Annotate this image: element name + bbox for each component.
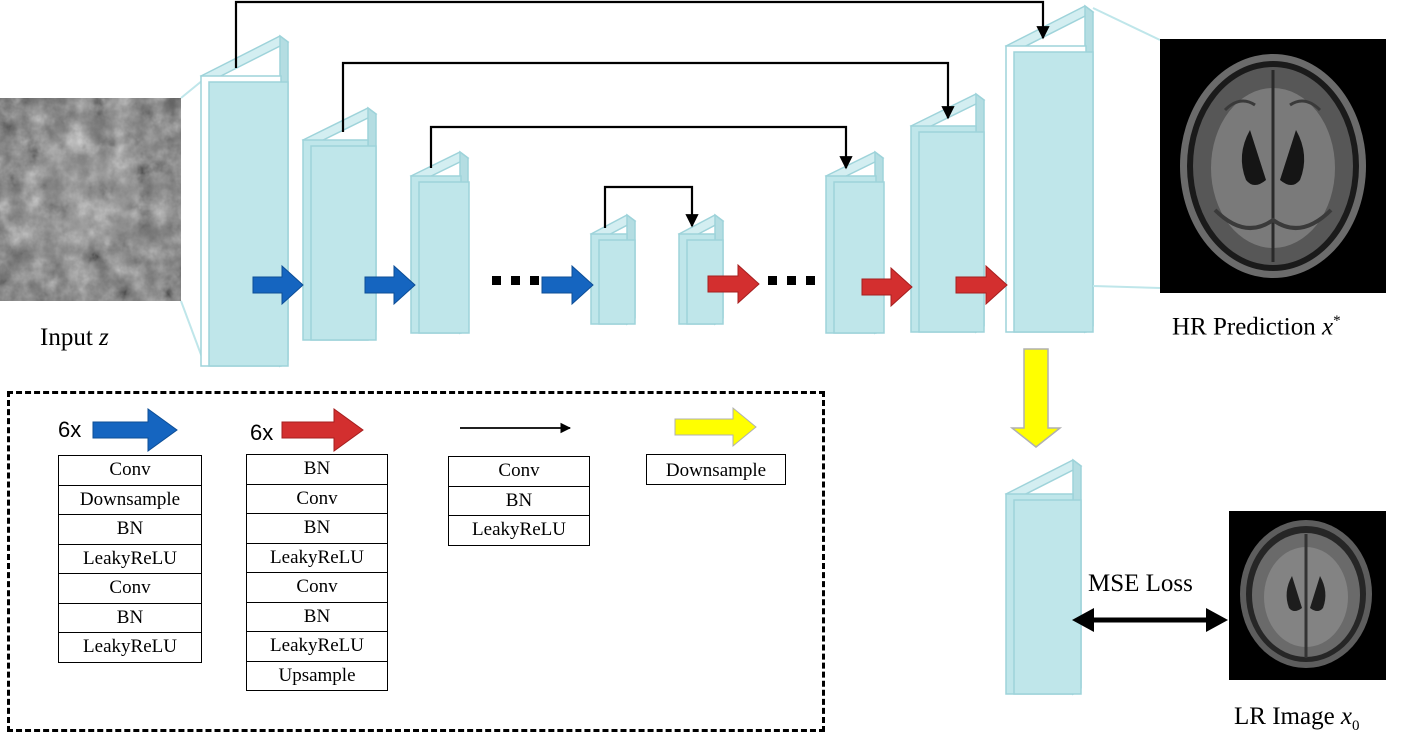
skip-layer: LeakyReLU xyxy=(448,515,590,546)
input-var: z xyxy=(99,324,109,351)
skip-connection-2 xyxy=(341,61,955,132)
downsample-legend-box: Downsample xyxy=(646,454,786,485)
lr-label-text: LR Image xyxy=(1234,703,1335,730)
skip-layer: Conv xyxy=(448,456,590,487)
legend-up-arrow xyxy=(281,408,364,452)
block-bottleneck-1 xyxy=(589,213,637,326)
input-label: Input z xyxy=(40,324,109,352)
down-arrow-1 xyxy=(252,264,304,306)
block-dec-3 xyxy=(824,150,885,335)
down-layer: Conv xyxy=(58,455,202,486)
down-arrow-3 xyxy=(541,264,594,306)
block-enc-2 xyxy=(301,106,378,341)
mse-double-arrow xyxy=(1072,608,1228,632)
lr-image-label: LR Image x0 xyxy=(1234,703,1360,735)
lr-var: x xyxy=(1340,703,1353,730)
up-layer: BN xyxy=(246,454,388,485)
ellipsis-right xyxy=(768,276,815,285)
block-dec-1 xyxy=(1004,4,1095,334)
ellipsis-left xyxy=(492,276,539,285)
input-noise-image xyxy=(0,98,181,301)
hr-label-text: HR Prediction xyxy=(1172,313,1316,341)
up-layer: LeakyReLU xyxy=(246,542,388,573)
expand-line-bottom xyxy=(180,300,204,361)
up-arrow-3 xyxy=(955,264,1008,306)
block-bottleneck-2 xyxy=(677,213,725,326)
skip-connection-3 xyxy=(429,125,853,170)
up-layer: BN xyxy=(246,513,388,544)
down-repeat-label: 6x xyxy=(58,417,82,442)
skip-connection-1 xyxy=(234,0,1050,68)
up-block-layers: BN Conv BN LeakyReLU Conv BN LeakyReLU U… xyxy=(246,454,388,691)
lr-brain-image xyxy=(1229,511,1386,680)
yellow-downsample-arrow xyxy=(1009,348,1063,448)
input-label-text: Input xyxy=(40,324,93,351)
down-layer: LeakyReLU xyxy=(58,632,202,663)
up-layer: LeakyReLU xyxy=(246,631,388,662)
up-layer: Upsample xyxy=(246,660,388,691)
down-layer: LeakyReLU xyxy=(58,543,202,574)
block-lr-output xyxy=(1004,458,1083,696)
expand-line-top xyxy=(180,79,204,99)
down-block-layers: Conv Downsample BN LeakyReLU Conv BN Lea… xyxy=(58,455,202,663)
down-layer: Downsample xyxy=(58,484,202,515)
expand-line-hr-top xyxy=(1092,7,1161,41)
legend-yellow-arrow xyxy=(674,406,757,448)
up-arrow-2 xyxy=(861,266,913,308)
hr-var: x xyxy=(1322,313,1334,341)
block-dec-2 xyxy=(909,92,986,334)
hr-brain-image xyxy=(1160,39,1386,293)
block-enc-1 xyxy=(199,34,290,368)
hr-sup: * xyxy=(1333,313,1341,329)
up-layer: Conv xyxy=(246,572,388,603)
up-repeat-label: 6x xyxy=(250,420,274,445)
expand-line-hr-bottom xyxy=(1092,285,1161,289)
legend-box xyxy=(7,391,825,732)
mse-loss-label: MSE Loss xyxy=(1088,570,1193,597)
lr-sub: 0 xyxy=(1352,718,1360,734)
skip-connection-4 xyxy=(603,185,699,228)
up-arrow-1 xyxy=(707,263,760,305)
down-layer: Conv xyxy=(58,573,202,604)
skip-layer: BN xyxy=(448,485,590,516)
down-layer: BN xyxy=(58,602,202,633)
legend-down-arrow xyxy=(92,408,178,452)
skip-block-layers: Conv BN LeakyReLU xyxy=(448,456,590,546)
down-arrow-2 xyxy=(364,264,416,306)
hr-prediction-label: HR Prediction x* xyxy=(1172,313,1341,341)
up-layer: BN xyxy=(246,601,388,632)
down-layer: BN xyxy=(58,514,202,545)
up-layer: Conv xyxy=(246,483,388,514)
block-enc-3 xyxy=(409,150,470,335)
